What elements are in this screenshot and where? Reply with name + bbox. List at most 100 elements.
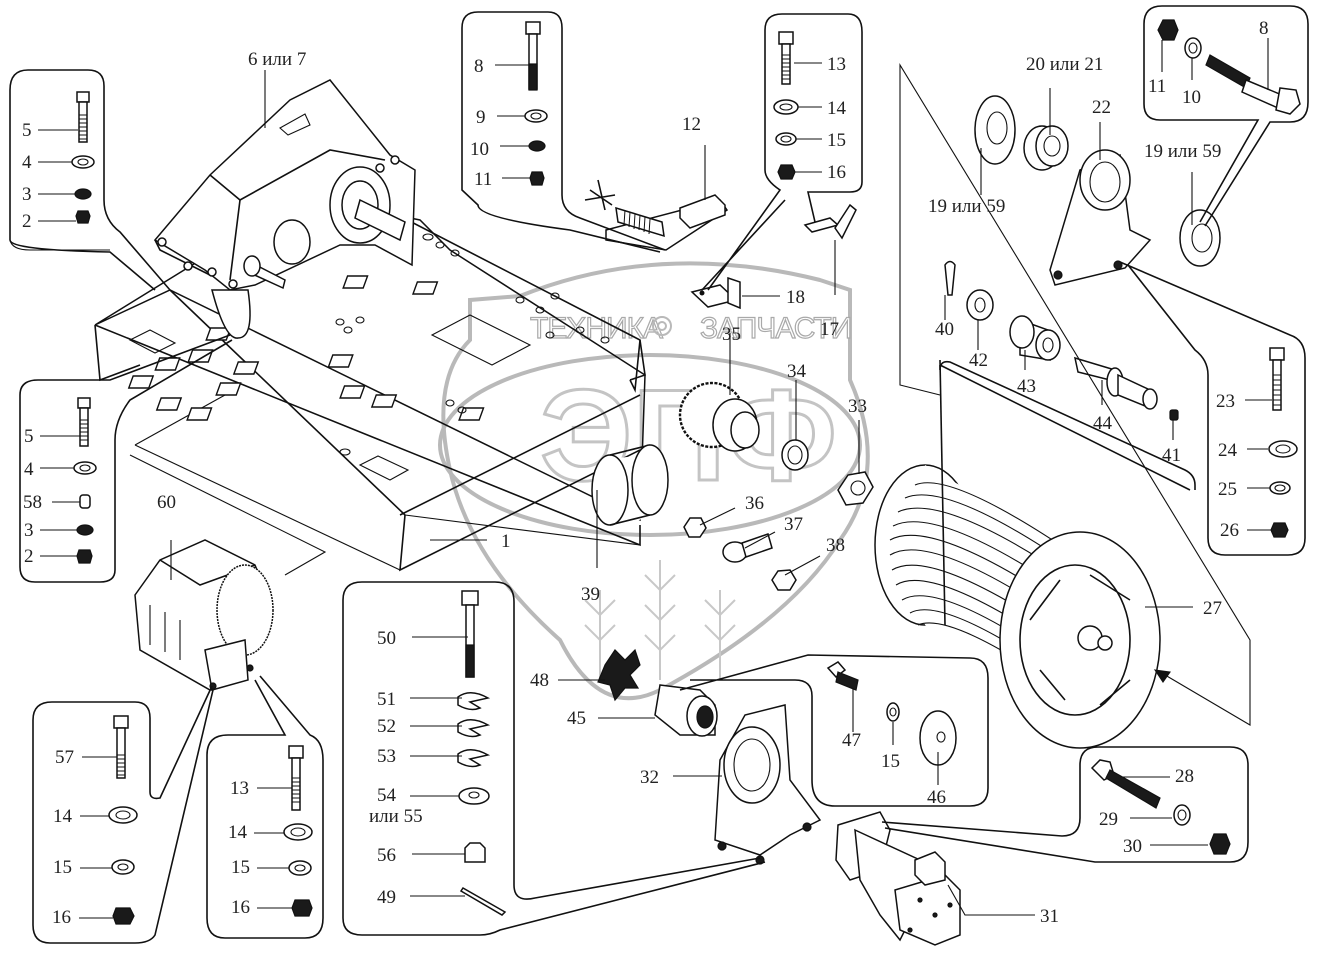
label-32: 32 [640,767,659,788]
callout-label: 16 [231,897,250,918]
callout-label: 14 [827,98,847,119]
bolt-head-icon [76,91,90,103]
label-40: 40 [935,319,954,340]
drum-part-27 [874,464,1161,749]
support-part-22 [1049,149,1152,286]
washer-part-42 [966,289,994,321]
callout-label: 13 [827,54,846,75]
watermark-wheat [584,560,736,680]
label-22: 22 [1092,97,1111,118]
callout-label: 9 [476,107,486,128]
callout-label: 5 [24,426,34,447]
part-labels: 6 или 7 12 17 18 19 или 59 19 или 59 20 … [157,49,1222,927]
callout-label: 11 [1148,76,1166,97]
label-18: 18 [786,287,805,308]
callout-label: 5 [22,120,32,141]
nut-part-36 [683,517,707,538]
label-44: 44 [1093,413,1113,434]
callout-label: 8 [474,56,484,77]
tab-washer-part-37 [722,533,773,563]
label-43: 43 [1017,376,1036,397]
mounting-pads [127,275,485,421]
callout-label: 46 [927,787,946,808]
label-19-or-59-right: 19 или 59 [1144,141,1221,162]
callout-label: 15 [881,751,900,772]
coupling-part-48 [597,648,641,702]
callout-label: 51 [377,689,396,710]
callout-label: 24 [1218,440,1238,461]
cover-part-19-or-59-right [1179,209,1221,267]
motor-part-31 [835,811,961,946]
label-27: 27 [1203,598,1222,619]
callout-label: 15 [231,857,250,878]
callout-label: 2 [22,211,32,232]
frame-holes [335,233,610,456]
callout-label: 29 [1099,809,1118,830]
tensioner-part-12 [584,179,729,251]
label-39: 39 [581,584,600,605]
callout-label: 53 [377,746,396,767]
cover-part-19-or-59-left [974,95,1016,165]
gear-part-35 [678,381,760,452]
callout-label: 8 [1259,18,1269,39]
callout-coupling: 50 51 52 53 54 или 55 56 49 [342,581,766,936]
callout-label: 16 [52,907,71,928]
bearing-part-20-or-21 [1023,125,1069,171]
label-45: 45 [567,708,586,729]
callout-label: 54 [377,785,397,806]
axle-parts-panel [939,260,1196,626]
gear-icon [652,316,672,336]
callout-label: 58 [23,492,42,513]
bracket-part-17 [803,203,857,240]
label-41: 41 [1162,445,1181,466]
callout-brake-right: 13 14 15 16 [206,675,324,939]
callout-label: 23 [1216,391,1235,412]
watermark-right-word: ЗАПЧАСТИ [700,312,851,345]
housing-part-32 [714,704,822,865]
callout-label: 52 [377,716,396,737]
callout-label: 15 [53,857,72,878]
label-34: 34 [787,361,807,382]
callout-motor-mount: 47 15 46 [679,654,989,808]
callout-label: 16 [827,162,846,183]
callout-label: 14 [228,822,248,843]
cotter-pin-part-40 [944,260,956,296]
bushing-part-39 [591,444,669,530]
callout-label: 28 [1175,766,1194,787]
nut-part-38 [771,569,797,591]
callout-motor-bolts: 28 29 30 [881,746,1249,863]
callout-label: 56 [377,845,396,866]
callout-label: 4 [22,152,32,173]
nut-part-33 [837,471,874,506]
callout-tensioner: 8 9 10 11 [461,11,666,253]
callout-brake-left: 57 14 15 16 [32,685,214,944]
axle-part-44 [1074,356,1158,410]
callout-label: 50 [377,628,396,649]
callout-label: 25 [1218,479,1237,500]
gearbox-part-6-or-7 [153,79,416,339]
callout-label: 2 [24,546,34,567]
callout-support-bolts: 23 24 25 26 [1119,261,1306,556]
callout-label: или 55 [369,806,423,827]
watermark: ТЕХНИКА ЗАПЧАСТИ ЭПФ [438,261,870,701]
label-37: 37 [784,514,803,535]
callout-label: 10 [1182,87,1201,108]
label-36: 36 [745,493,764,514]
flange-part-45 [654,684,718,737]
callout-bearing-bolts: 11 10 8 [1143,5,1309,227]
bracket-part-18 [690,276,741,310]
label-38: 38 [826,535,845,556]
leader-lines [129,63,1251,916]
lock-washer-part-34 [781,439,809,471]
label-1: 1 [501,531,511,552]
brake-part-60 [134,539,274,691]
label-17: 17 [820,319,839,340]
label-33: 33 [848,396,867,417]
callout-gearbox-top: 5 4 3 2 [9,69,171,291]
label-19-or-59-left: 19 или 59 [928,196,1005,217]
callout-label: 26 [1220,520,1239,541]
label-31: 31 [1040,906,1059,927]
callout-label: 3 [22,184,32,205]
spacer-part-43 [1009,315,1061,361]
label-42: 42 [969,350,988,371]
